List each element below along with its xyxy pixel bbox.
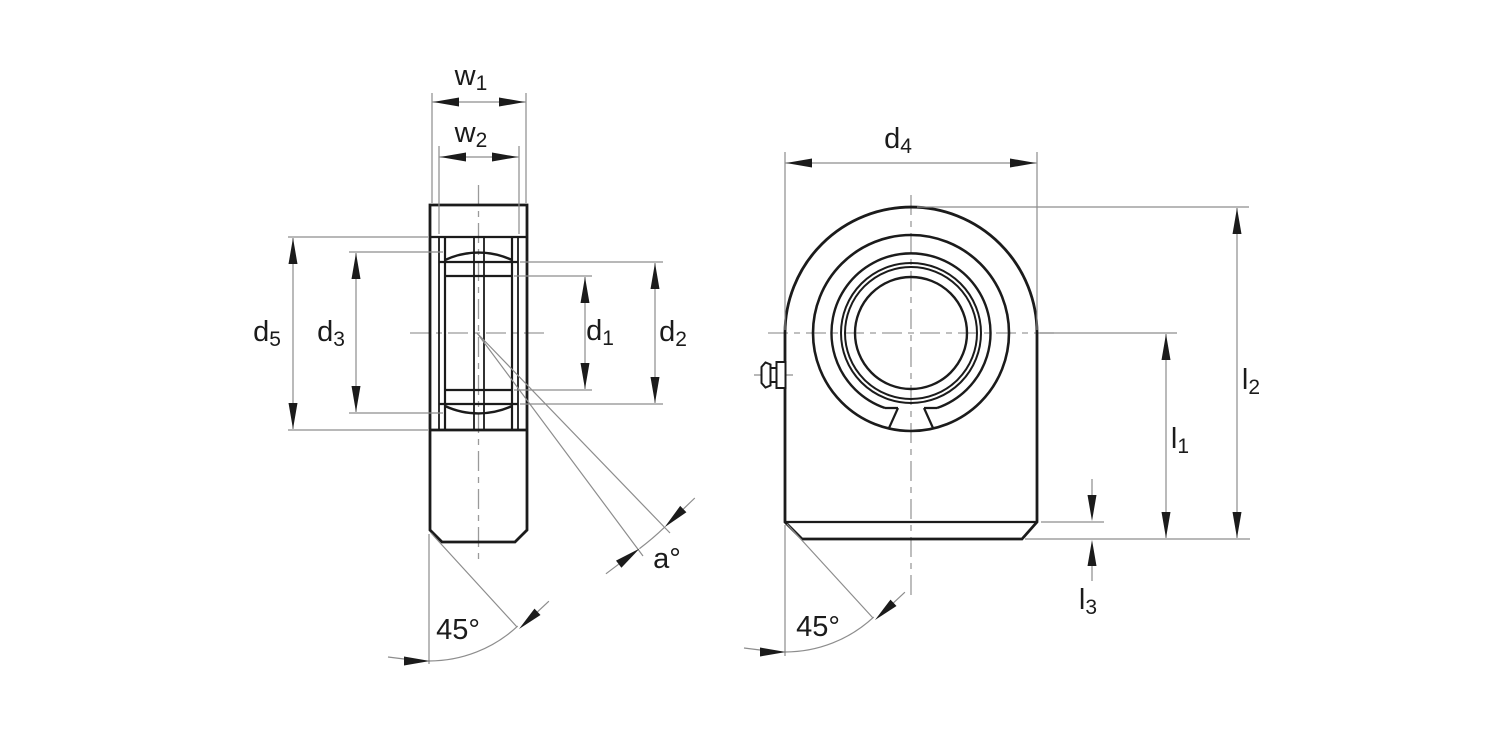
side-center-bore-lines <box>473 237 485 430</box>
arrowhead <box>664 505 687 528</box>
arrowhead <box>875 599 897 620</box>
side-housing-outline <box>428 203 529 544</box>
dim-w2: w2 <box>438 117 520 234</box>
arrowhead <box>519 608 541 629</box>
dim-w1-label: w1 <box>454 60 488 95</box>
dim-d3-label: d3 <box>317 316 345 351</box>
grease-nipple-flange <box>775 361 787 389</box>
arrowhead <box>760 647 786 657</box>
dim-l3: l3 <box>1025 479 1250 619</box>
bottom-slot <box>885 406 937 429</box>
arrowhead <box>1010 158 1036 168</box>
ring-chamfer-circle-inner <box>844 266 978 400</box>
dim-d5-label: d5 <box>253 316 281 351</box>
dim-d5: d5 <box>253 236 428 431</box>
arrowhead <box>650 377 660 403</box>
dim-l2: l2 <box>917 206 1260 538</box>
dim-d1-label: d1 <box>586 315 614 350</box>
arrowhead <box>499 97 525 107</box>
arrowhead <box>440 152 466 162</box>
side-ring-bore-edges <box>439 260 518 406</box>
arrowhead <box>1087 540 1097 566</box>
dim-angle-45-left-label: 45° <box>436 614 480 646</box>
arrowhead <box>404 656 430 666</box>
arrowhead <box>786 158 812 168</box>
arrowhead <box>1232 208 1242 234</box>
grease-nipple <box>754 361 793 389</box>
arrowhead <box>1161 512 1171 538</box>
arrowhead <box>288 403 298 429</box>
dim-angle-45-right: 45° <box>743 523 906 657</box>
arrowhead <box>616 548 640 568</box>
ball-top-arc <box>444 251 513 262</box>
dim-d2: d2 <box>520 261 687 405</box>
front-view <box>754 195 1060 600</box>
seat-bore-circle <box>811 233 1011 433</box>
arrowhead <box>650 263 660 289</box>
dim-d3: d3 <box>317 251 443 414</box>
angle-45-right-arc <box>784 616 875 653</box>
dim-d1: d1 <box>514 275 614 391</box>
side-ring-face-lines <box>443 237 514 430</box>
front-housing-outline <box>783 205 1039 541</box>
bore-circle <box>853 275 969 391</box>
arrowhead <box>1232 512 1242 538</box>
arrowhead <box>433 97 459 107</box>
dim-l2-label: l2 <box>1242 364 1260 399</box>
arrowhead <box>580 277 590 303</box>
side-view <box>410 185 548 565</box>
arrowhead <box>1161 334 1171 360</box>
dim-angle-a: a° <box>476 332 696 575</box>
angle-a-arc <box>639 526 666 550</box>
arrowhead <box>351 253 361 279</box>
dim-l1-label: l1 <box>1171 423 1189 458</box>
dim-angle-45-left: 45° <box>387 532 550 666</box>
dim-w1: w1 <box>431 60 527 203</box>
arrowhead <box>351 386 361 412</box>
arrowhead <box>580 363 590 389</box>
dim-d2-label: d2 <box>659 316 687 351</box>
dim-d4-label: d4 <box>884 123 912 158</box>
arrowhead <box>1087 495 1097 521</box>
dim-w2-label: w2 <box>454 117 488 152</box>
dim-angle-45-right-label: 45° <box>796 611 840 643</box>
arrowhead <box>492 152 518 162</box>
angle-45-left-arc <box>428 625 519 662</box>
ring-chamfer-circle-outer <box>840 262 982 404</box>
side-inner-wall-lines <box>438 237 519 430</box>
dim-l1: l1 <box>1040 332 1189 538</box>
dim-d4: d4 <box>784 123 1038 330</box>
arrowhead <box>288 238 298 264</box>
ball-bottom-arc <box>444 404 513 415</box>
outer-ring-circle-with-slot-gap <box>830 252 992 410</box>
dim-angle-a-label: a° <box>653 543 681 575</box>
dim-l3-label: l3 <box>1079 584 1097 619</box>
grease-nipple-head <box>760 361 772 389</box>
